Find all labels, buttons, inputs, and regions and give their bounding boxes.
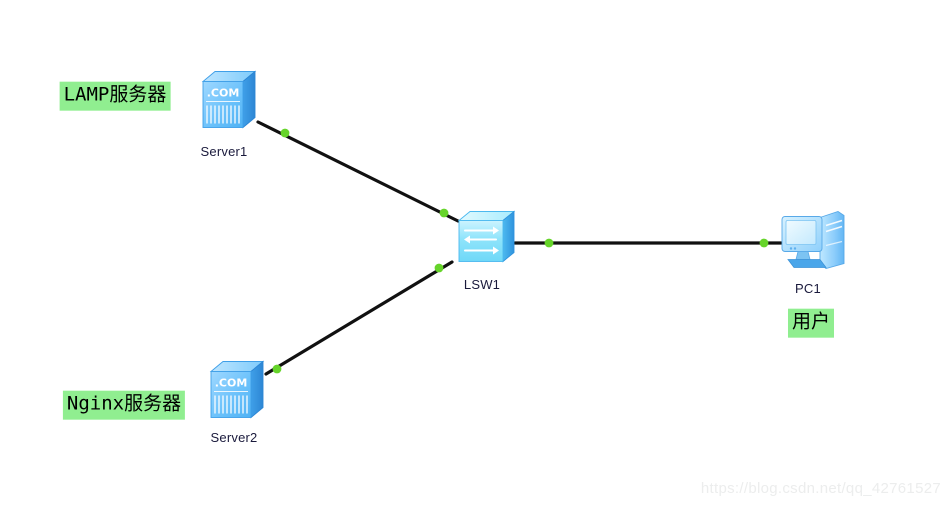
- watermark-text: https://blog.csdn.net/qq_42761527: [700, 480, 941, 497]
- pc-icon[interactable]: [776, 206, 848, 281]
- annotation-nginx-server: Nginx服务器: [62, 390, 186, 420]
- node-label-lsw1: LSW1: [463, 277, 501, 292]
- node-label-server1: Server1: [200, 144, 248, 159]
- annotation-lamp-server: LAMP服务器: [59, 81, 171, 111]
- server-icon[interactable]: .COM: [205, 358, 267, 429]
- annotation-user: 用户: [787, 308, 835, 338]
- link-endpoint-dot: [759, 238, 769, 248]
- svg-text:.COM: .COM: [207, 87, 240, 100]
- node-label-server2: Server2: [210, 430, 258, 445]
- link-server1-lsw1[interactable]: [256, 120, 460, 223]
- link-lsw1-pc1[interactable]: [513, 238, 783, 248]
- svg-text:.COM: .COM: [215, 377, 248, 390]
- switch-icon[interactable]: [454, 207, 520, 274]
- link-endpoint-dot: [439, 208, 449, 218]
- link-endpoint-dot: [434, 263, 444, 273]
- link-endpoint-dot: [272, 364, 282, 374]
- link-endpoint-dot: [544, 238, 554, 248]
- server-icon[interactable]: .COM: [197, 68, 259, 139]
- link-server2-lsw1[interactable]: [264, 260, 454, 376]
- link-endpoint-dot: [280, 128, 290, 138]
- node-label-pc1: PC1: [795, 281, 821, 296]
